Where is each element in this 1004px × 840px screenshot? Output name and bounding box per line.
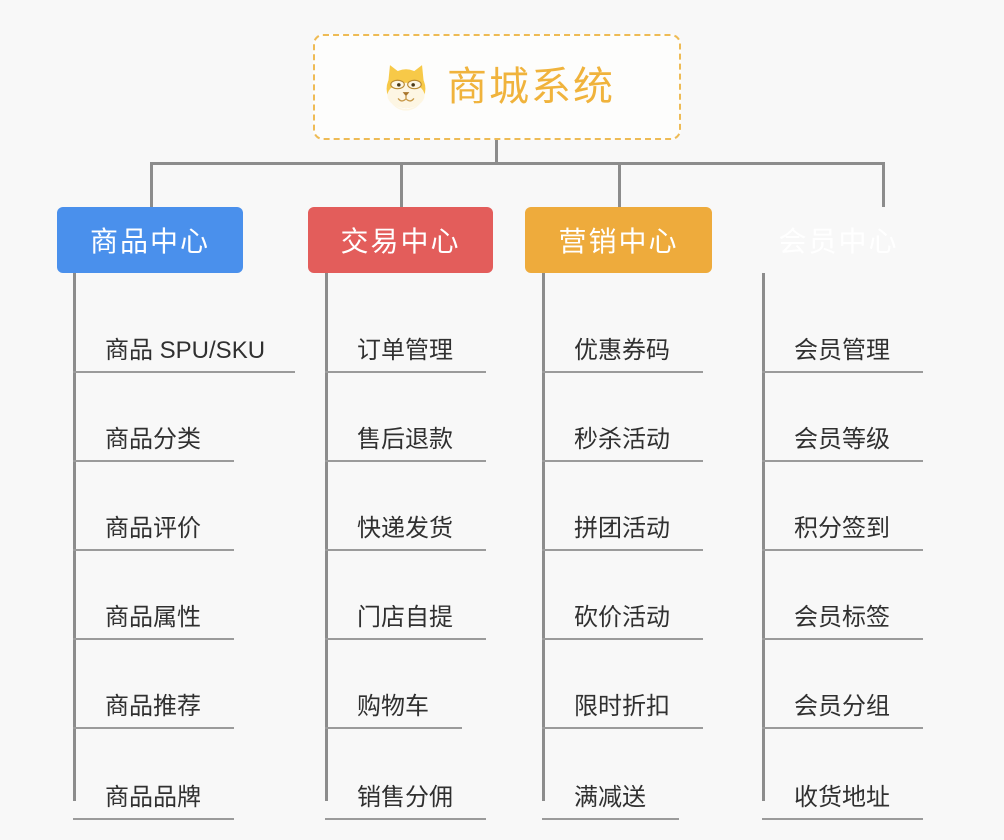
leaf-item[interactable]: 商品属性 [73, 551, 234, 640]
leaf-label: 商品分类 [105, 426, 201, 453]
leaf-item[interactable]: 购物车 [325, 640, 462, 729]
leaf-label: 快递发货 [357, 515, 453, 542]
leaf-item[interactable]: 砍价活动 [542, 551, 703, 640]
leaf-label: 会员等级 [794, 426, 890, 453]
leaf-label: 秒杀活动 [574, 426, 670, 453]
leaf-item[interactable]: 优惠券码 [542, 284, 703, 373]
leaf-label: 拼团活动 [574, 515, 670, 542]
leaf-label: 订单管理 [357, 337, 453, 364]
column-trunk-member [762, 273, 765, 801]
root-node[interactable]: 商城系统 [313, 34, 681, 140]
leaf-item[interactable]: 售后退款 [325, 373, 486, 462]
root-title: 商城系统 [447, 65, 615, 109]
leaf-label: 积分签到 [794, 515, 890, 542]
connector-drop-3 [618, 162, 621, 207]
category-header-marketing[interactable]: 营销中心 [525, 207, 712, 273]
leaf-label: 门店自提 [357, 604, 453, 631]
category-header-member[interactable]: 会员中心 [778, 226, 899, 257]
leaf-label: 商品属性 [105, 604, 201, 631]
leaf-item[interactable]: 拼团活动 [542, 462, 703, 551]
leaf-label: 会员分组 [794, 693, 890, 720]
leaf-label: 满减送 [574, 784, 646, 811]
leaf-label: 限时折扣 [574, 693, 670, 720]
leaf-label: 收货地址 [794, 784, 890, 811]
category-header-product[interactable]: 商品中心 [57, 207, 243, 273]
connector-drop-4 [882, 162, 885, 207]
leaf-item[interactable]: 会员等级 [762, 373, 923, 462]
connector-root-stem [495, 140, 498, 165]
leaf-label: 会员标签 [794, 604, 890, 631]
leaf-item[interactable]: 销售分佣 [325, 731, 486, 820]
leaf-label: 商品推荐 [105, 693, 201, 720]
leaf-item[interactable]: 商品分类 [73, 373, 234, 462]
connector-drop-1 [150, 162, 153, 207]
leaf-item[interactable]: 收货地址 [762, 731, 923, 820]
leaf-label: 砍价活动 [574, 604, 670, 631]
connector-drop-2 [400, 162, 403, 207]
leaf-label: 商品品牌 [105, 784, 201, 811]
leaf-item[interactable]: 会员管理 [762, 284, 923, 373]
leaf-label: 购物车 [357, 693, 429, 720]
leaf-item[interactable]: 商品 SPU/SKU [73, 284, 295, 373]
connector-horizontal-bus [150, 162, 885, 165]
leaf-label: 销售分佣 [357, 784, 453, 811]
leaf-item[interactable]: 限时折扣 [542, 640, 703, 729]
leaf-item[interactable]: 积分签到 [762, 462, 923, 551]
leaf-item[interactable]: 商品评价 [73, 462, 234, 551]
column-trunk-trade [325, 273, 328, 801]
leaf-item[interactable]: 门店自提 [325, 551, 486, 640]
leaf-label: 售后退款 [357, 426, 453, 453]
leaf-item[interactable]: 满减送 [542, 731, 679, 820]
category-header-trade[interactable]: 交易中心 [308, 207, 493, 273]
leaf-item[interactable]: 会员标签 [762, 551, 923, 640]
leaf-item[interactable]: 会员分组 [762, 640, 923, 729]
leaf-item[interactable]: 秒杀活动 [542, 373, 703, 462]
column-trunk-product [73, 273, 76, 801]
leaf-item[interactable]: 商品品牌 [73, 731, 234, 820]
shiba-dog-face-icon [379, 60, 433, 114]
leaf-label: 商品评价 [105, 515, 201, 542]
leaf-item[interactable]: 快递发货 [325, 462, 486, 551]
leaf-item[interactable]: 订单管理 [325, 284, 486, 373]
leaf-label: 优惠券码 [574, 337, 670, 364]
leaf-item[interactable]: 商品推荐 [73, 640, 234, 729]
leaf-label: 会员管理 [794, 337, 890, 364]
leaf-label: 商品 SPU/SKU [105, 337, 266, 364]
column-trunk-marketing [542, 273, 545, 801]
